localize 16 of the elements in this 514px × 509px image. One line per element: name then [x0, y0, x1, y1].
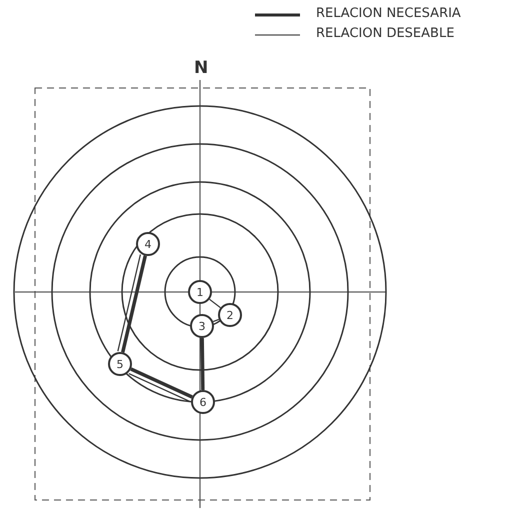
connector-line — [128, 373, 190, 402]
north-label: N — [194, 58, 208, 78]
numbered-circle: 6 — [191, 390, 215, 414]
numbered-circle: 3 — [190, 314, 214, 338]
connector-line — [121, 255, 147, 353]
legend-text: RELACION DESEABLE — [316, 26, 454, 41]
connector-line — [209, 298, 221, 308]
numbered-circle: 5 — [108, 352, 132, 376]
connector-line — [130, 367, 193, 399]
numbered-circle: 4 — [136, 232, 160, 256]
legend-text: RELACION NECESARIA — [316, 6, 461, 21]
numbered-circle: 1 — [188, 280, 212, 304]
numbered-circle: 2 — [218, 303, 242, 327]
connector-line — [212, 318, 220, 322]
connector-line — [117, 254, 141, 352]
connector-line — [200, 338, 205, 390]
